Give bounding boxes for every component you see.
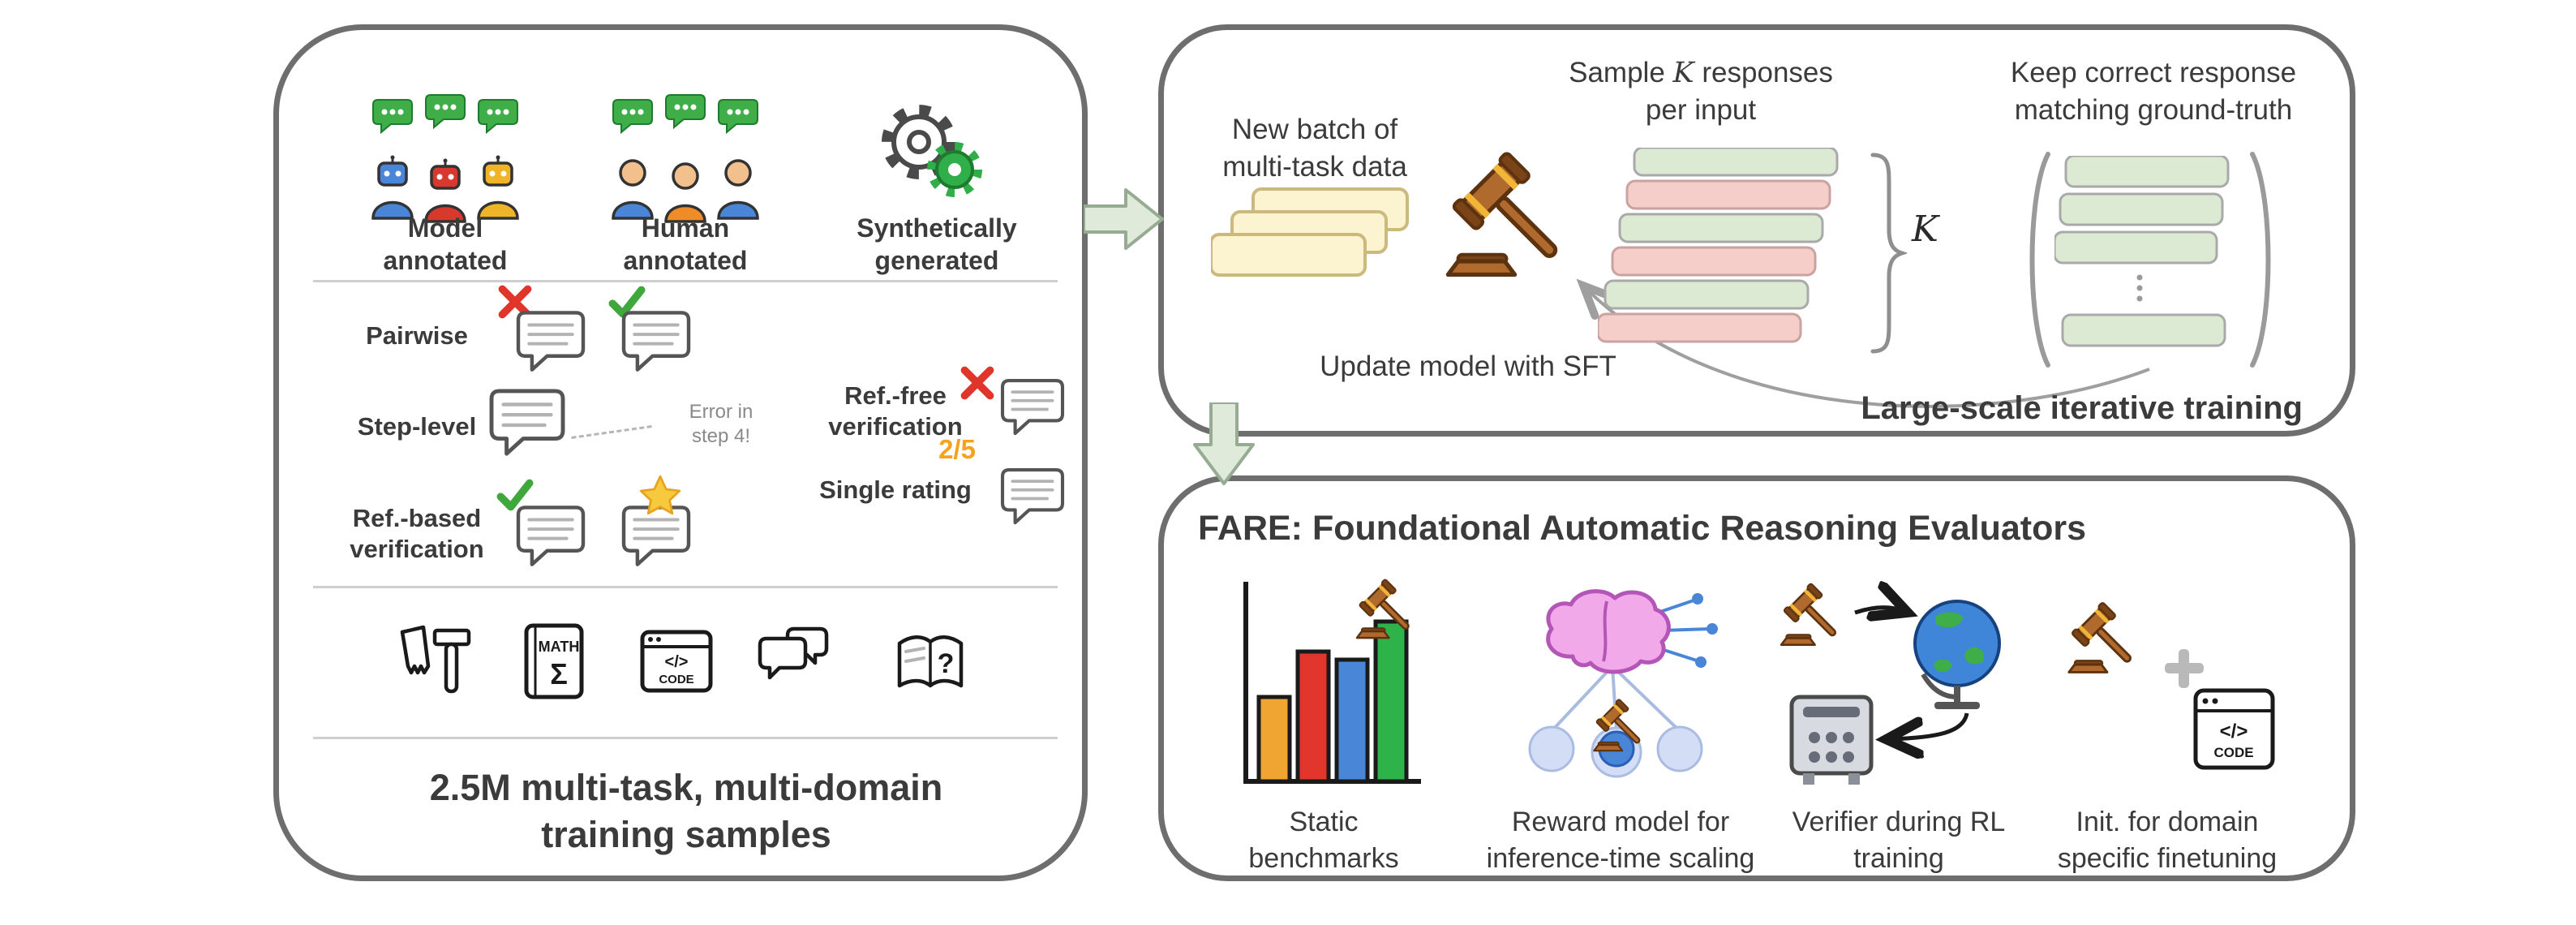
sampled-responses-stack (1598, 148, 1839, 343)
k-brace (1870, 153, 1907, 354)
cross-icon (959, 364, 996, 402)
gears-icon (882, 105, 982, 197)
math-book-icon: MATH Σ (524, 623, 584, 699)
pairwise-label: Pairwise (366, 321, 468, 350)
divider (313, 586, 1058, 588)
flow-arrow-down (1193, 402, 1255, 485)
svg-text:CODE: CODE (659, 673, 693, 686)
divider (313, 280, 1058, 282)
chat-bubble-icon (487, 387, 568, 458)
svg-text:?: ? (938, 648, 955, 679)
benchmark-chart-icon (1243, 578, 1421, 784)
divider (313, 737, 1058, 739)
svg-text:</>: </> (665, 653, 689, 671)
chat-bubble-icon (513, 309, 589, 374)
init-finetune-icon: </> CODE (2067, 600, 2275, 770)
dashed-connector (571, 425, 652, 439)
training-panel-title: Large-scale iterative training (1861, 390, 2303, 426)
data-cards-icon (1211, 187, 1409, 277)
model-annotated-icon (371, 94, 519, 223)
update-sft-label: Update model with SFT (1320, 351, 1616, 382)
rl-verifier-icon (1780, 577, 2001, 785)
kept-responses-stack (2054, 156, 2230, 347)
svg-text:CODE: CODE (2213, 745, 2253, 760)
evaluator-gavel-icon (1440, 148, 1582, 290)
sample-k-label: Sample K responses per input (1569, 57, 1833, 126)
rating-value: 2/5 (938, 434, 976, 464)
svg-text:MATH: MATH (539, 639, 580, 655)
step-level-label: Step-level (357, 412, 477, 441)
book-question-icon: ? (897, 635, 964, 688)
fare-title: FARE: Foundational Automatic Reasoning E… (1198, 509, 2087, 548)
left-paren (2029, 152, 2050, 368)
svg-text:Σ: Σ (550, 657, 568, 691)
code-window-icon: </> CODE (640, 630, 713, 693)
star-icon (639, 475, 681, 515)
chat-bubble-icon (513, 504, 589, 569)
right-paren (2250, 152, 2271, 368)
chat-domain-icon (758, 626, 829, 680)
chat-bubble-icon (618, 309, 694, 374)
k-count-label: K (1912, 209, 1938, 250)
fare-evaluators-panel: FARE: Foundational Automatic Reasoning E… (1158, 475, 2355, 881)
single-rating-label: Single rating (819, 475, 972, 504)
flow-arrow-right (1084, 188, 1164, 250)
tools-icon (400, 625, 471, 694)
chat-bubble-icon (998, 377, 1067, 437)
reward-model-icon (1528, 589, 1718, 778)
svg-text:</>: </> (2220, 721, 2248, 742)
human-annotated-icon (612, 94, 759, 223)
chat-bubble-icon (998, 467, 1067, 527)
